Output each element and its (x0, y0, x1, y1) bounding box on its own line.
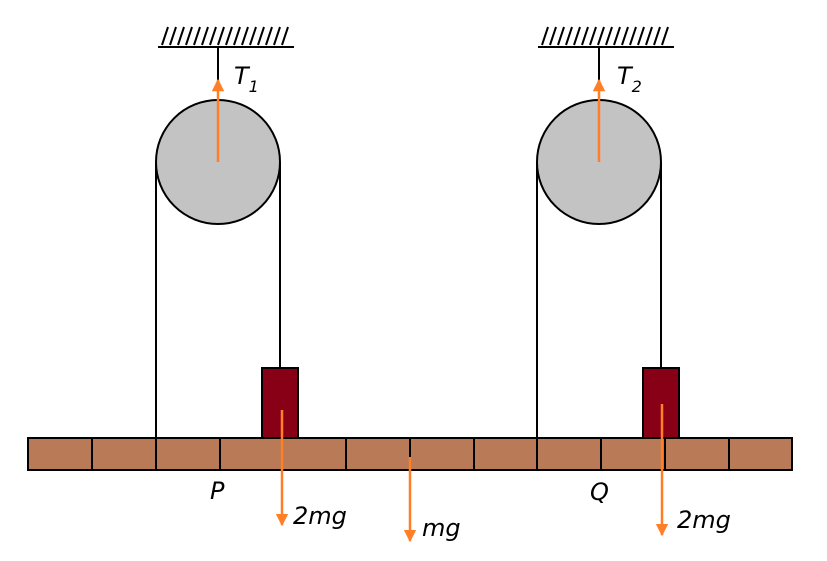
left-block (261, 367, 299, 439)
right-ceiling (538, 26, 674, 48)
label-force-left-block: 2mg (293, 502, 347, 530)
label-point-p: P (210, 477, 225, 505)
label-point-q: Q (590, 478, 609, 506)
label-force-right-block: 2mg (677, 506, 731, 534)
label-t1: T1 (234, 62, 259, 96)
left-ceiling (158, 26, 294, 48)
label-t2: T2 (617, 62, 642, 96)
label-force-plank: mg (422, 514, 461, 542)
